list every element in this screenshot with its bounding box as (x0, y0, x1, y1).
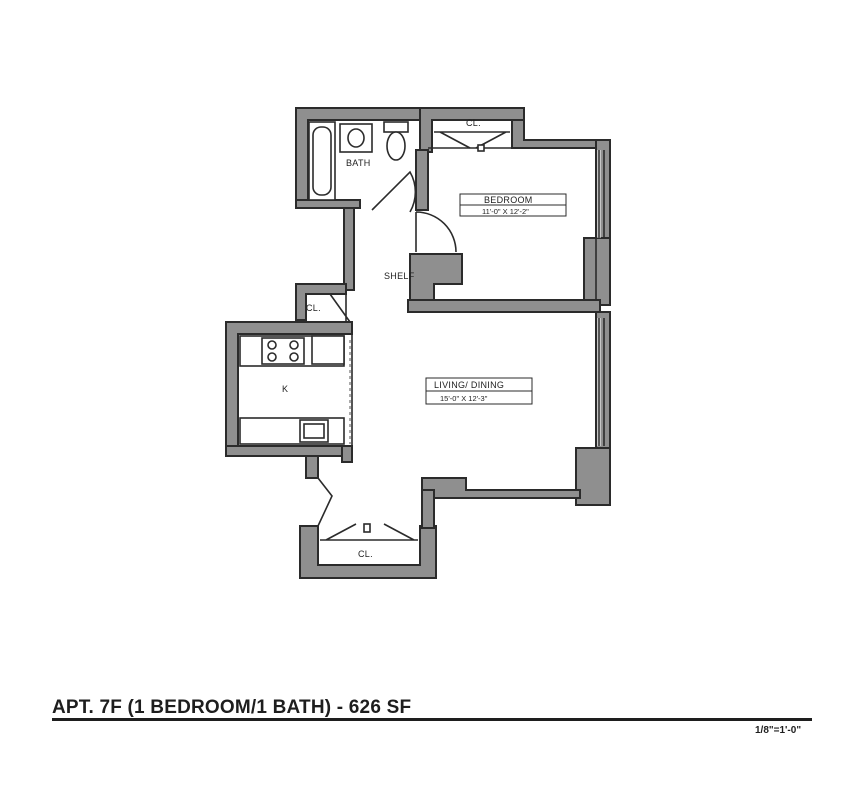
kitchen-sink (299, 419, 329, 443)
kitchen-bottom-wall (225, 445, 353, 457)
entry-left-wall (305, 455, 319, 479)
apartment-title: APT. 7F (1 BEDROOM/1 BATH) - 626 SF (52, 697, 412, 718)
range (261, 337, 305, 365)
toilet-tank (383, 121, 409, 133)
title-underline (52, 718, 812, 721)
kitchen-label: K (282, 384, 288, 394)
living-dimensions: 15'-0" X 12'-3" (440, 394, 488, 403)
bath-bedroom-partition (415, 149, 429, 211)
bedroom-label: BEDROOM (484, 195, 533, 205)
bedroom-closet-walls (419, 107, 525, 153)
living-window (597, 318, 605, 446)
bedroom-window (597, 150, 605, 238)
scale-note: 1/8"=1'-0" (755, 725, 802, 736)
shelf-block (409, 253, 463, 301)
refrigerator (311, 335, 345, 365)
living-corner-pier (575, 447, 611, 506)
toilet-bowl (386, 131, 406, 161)
bedroom-pier (583, 237, 611, 306)
kitchen-right-pier (341, 445, 353, 463)
corridor-left-wall (343, 207, 355, 291)
bath-label: BATH (346, 158, 371, 168)
bedroom-dimensions: 11'-0" X 12'-2" (482, 207, 529, 216)
bedroom-closet-label: CL. (466, 118, 481, 128)
entry-right-wall (421, 489, 435, 529)
living-label: LIVING/ DINING (434, 380, 504, 390)
living-bottom-wall (421, 477, 581, 499)
bedroom-door (415, 211, 457, 253)
small-closet-label: CL. (306, 303, 321, 313)
bedroom-living-wall (407, 299, 601, 313)
entry-closet-walls (299, 525, 437, 579)
small-closet-walls (295, 283, 347, 321)
bath-door (371, 170, 417, 213)
entry-door (317, 477, 333, 527)
entry-closet-label: CL. (358, 549, 373, 559)
small-closet-door (329, 293, 351, 323)
bathroom-lower-wall (295, 199, 361, 209)
bedroom-closet-doors (434, 131, 510, 149)
shelf-label: SHELF (384, 271, 415, 281)
entry-closet-doors (320, 523, 418, 541)
